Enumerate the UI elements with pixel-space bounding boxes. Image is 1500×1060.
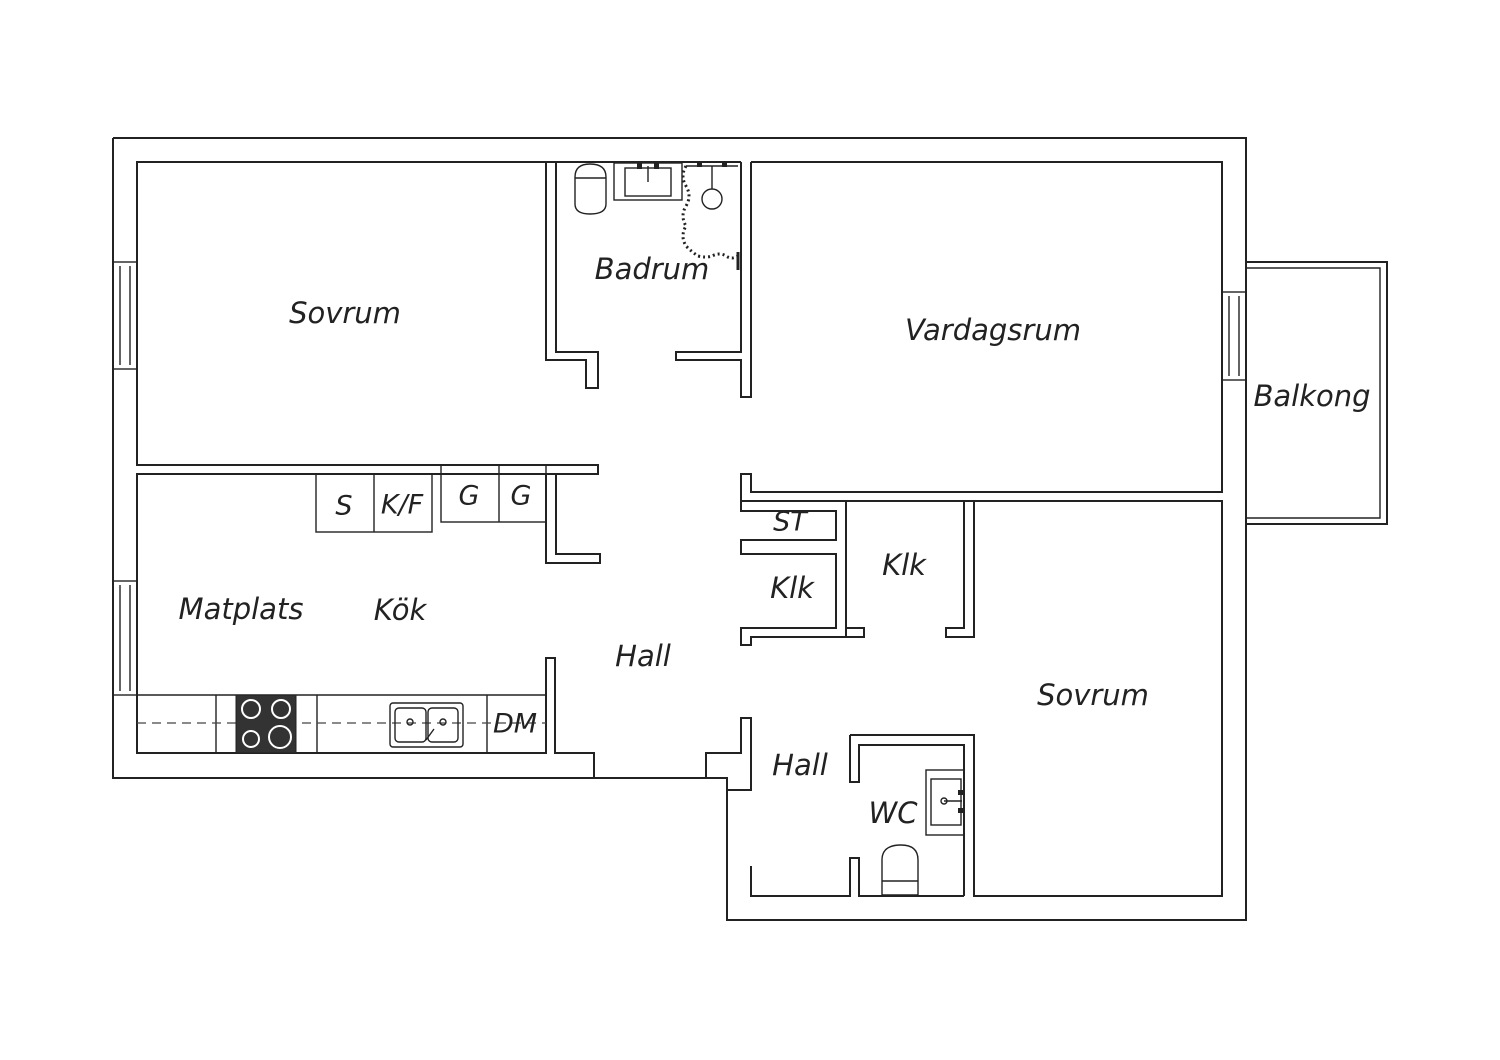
fixture-label-g: G xyxy=(511,481,532,512)
kitchen-upper-units xyxy=(315,464,547,533)
room-label-hall: Hall xyxy=(772,748,828,782)
room-label-balkong: Balkong xyxy=(1253,379,1370,413)
room-label-vardagsrum: Vardagsrum xyxy=(905,313,1081,347)
room-label-badrum: Badrum xyxy=(595,252,710,286)
kitchen-sink-icon xyxy=(389,702,464,748)
room-label-klk: Klk xyxy=(882,548,927,582)
bathroom-sink-icon xyxy=(613,162,683,201)
balcony xyxy=(1246,261,1388,525)
fixture-label-g: G xyxy=(459,481,480,512)
interior-walls xyxy=(136,161,1223,897)
room-label-sovrum: Sovrum xyxy=(1037,678,1149,712)
room-label-sovrum: Sovrum xyxy=(289,296,401,330)
fixture-label-kf: K/F xyxy=(381,490,424,521)
room-label-wc: WC xyxy=(869,796,919,830)
stove-icon xyxy=(235,694,297,754)
fixture-label-s: S xyxy=(335,491,352,522)
room-label-hall: Hall xyxy=(615,639,671,673)
fixture-labels: S K/F G G DM xyxy=(335,481,537,740)
wc-toilet-icon xyxy=(881,844,919,896)
windows xyxy=(112,261,1247,696)
room-label-klk: Klk xyxy=(770,571,815,605)
room-label-matplats: Matplats xyxy=(179,592,304,626)
wc-sink-icon xyxy=(925,769,965,836)
fixture-label-dm: DM xyxy=(493,709,537,740)
kitchen-counter xyxy=(137,694,546,753)
room-labels: Sovrum Badrum Vardagsrum Balkong Matplat… xyxy=(179,252,1371,830)
room-label-kok: Kök xyxy=(374,593,428,627)
outer-walls xyxy=(112,137,1247,921)
toilet-icon xyxy=(574,163,607,215)
shower-icon xyxy=(681,162,742,270)
room-label-st: ST xyxy=(773,507,809,538)
